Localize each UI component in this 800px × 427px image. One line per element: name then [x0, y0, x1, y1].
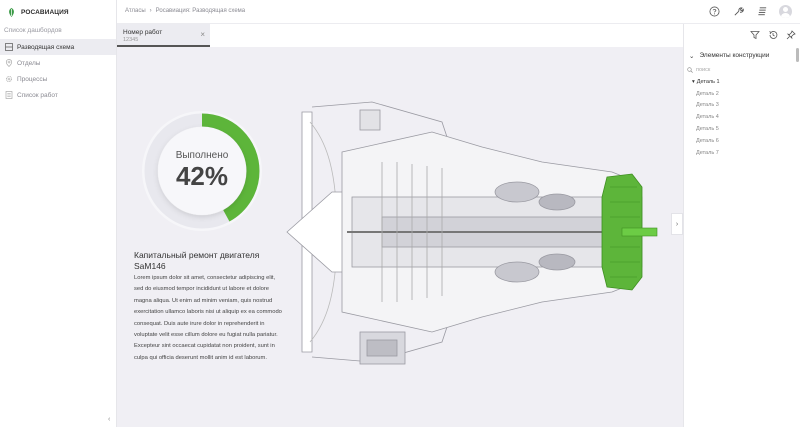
search-icon — [687, 66, 693, 73]
gear-icon — [5, 75, 13, 83]
highlighted-part[interactable] — [601, 173, 658, 291]
breadcrumb-current: Росавиация: Разводящая схема — [155, 8, 246, 14]
chevron-down-icon: ⌄ — [689, 53, 695, 60]
structure-panel: ⌄ Элементы конструкции поиск ▾Деталь 1 Д… — [683, 24, 800, 427]
breadcrumb-root[interactable]: Атласы — [125, 8, 146, 14]
tree-item[interactable]: Деталь 7 — [692, 147, 720, 159]
panel-scrollbar[interactable] — [796, 48, 799, 62]
tree-item[interactable]: Деталь 6 — [692, 135, 720, 147]
tree-item-label: Деталь 2 — [696, 90, 719, 97]
pin-icon[interactable] — [786, 30, 796, 40]
engine-scheme[interactable] — [282, 92, 672, 372]
tree-item[interactable]: Деталь 4 — [692, 111, 720, 123]
top-bar: Атласы › Росавиация: Разводящая схема — [117, 0, 800, 24]
work-title: Капитальный ремонт двигателя SaM146 — [134, 250, 260, 271]
sidebar-item-departments[interactable]: Отделы — [0, 55, 116, 71]
list-icon — [5, 91, 13, 99]
progress-value: 42% — [175, 161, 229, 191]
tree-item[interactable]: Деталь 2 — [692, 88, 720, 100]
tab-title: Номер работ — [123, 29, 163, 36]
sidebar-nav: Разводящая схема Отделы Процессы Список … — [0, 39, 116, 103]
location-icon — [5, 59, 13, 67]
grid-icon — [5, 43, 13, 51]
stack-icon[interactable] — [755, 4, 769, 18]
sidebar-item-label: Разводящая схема — [17, 43, 75, 51]
close-tab-icon[interactable]: × — [200, 30, 205, 39]
tree-item-label: Деталь 3 — [696, 102, 719, 109]
donut-inner — [158, 127, 246, 215]
sidebar-item-processes[interactable]: Процессы — [0, 71, 116, 87]
brand-name: РОСАВИАЦИЯ — [21, 9, 69, 16]
breadcrumb: Атласы › Росавиация: Разводящая схема — [125, 8, 245, 14]
search-field[interactable]: поиск — [687, 65, 798, 74]
structure-tree-title: Элементы конструкции — [699, 52, 770, 59]
tree-item-label: Деталь 7 — [696, 149, 719, 156]
tree-item[interactable]: ▾Деталь 1 — [692, 76, 720, 88]
wrench-icon[interactable] — [731, 4, 745, 18]
work-description: Lorem ipsum dolor sit amet, consectetur … — [134, 275, 282, 361]
sidebar-item-label: Процессы — [17, 75, 48, 83]
progress-label: Выполнено — [175, 150, 229, 161]
tree-item-label: Деталь 4 — [696, 114, 719, 121]
breadcrumb-separator: › — [149, 8, 152, 14]
sidebar-item-routing-scheme[interactable]: Разводящая схема — [0, 39, 116, 55]
user-avatar[interactable] — [779, 4, 792, 18]
top-actions — [707, 4, 792, 18]
search-placeholder: поиск — [696, 66, 711, 73]
tree-item-label: Деталь 1 — [696, 78, 720, 85]
sidebar: РОСАВИАЦИЯ Список дашбордов Разводящая с… — [0, 0, 117, 427]
progress-donut — [142, 111, 262, 231]
tree-item[interactable]: Деталь 3 — [692, 100, 720, 112]
help-icon[interactable] — [707, 4, 721, 18]
collapse-sidebar-icon[interactable]: ‹ — [108, 416, 111, 423]
tab-subtitle: 12345 — [123, 37, 139, 43]
history-icon[interactable] — [768, 30, 778, 40]
sidebar-item-label: Список работ — [17, 91, 58, 99]
brand-logo[interactable]: РОСАВИАЦИЯ — [6, 7, 69, 18]
brand-logo-icon — [9, 7, 14, 18]
tree-item[interactable]: Деталь 5 — [692, 123, 720, 135]
structure-tree: ▾Деталь 1 Деталь 2 Деталь 3 Деталь 4 Дет… — [692, 76, 720, 159]
donut-progress-arc — [144, 113, 260, 229]
sidebar-item-work-list[interactable]: Список работ — [0, 87, 116, 103]
tree-item-label: Деталь 6 — [696, 137, 719, 144]
structure-tree-header[interactable]: ⌄ Элементы конструкции — [689, 52, 769, 60]
sidebar-item-label: Отделы — [17, 59, 41, 67]
caret-icon: ▾ — [692, 78, 695, 85]
dashboards-section-title: Список дашбордов — [4, 27, 62, 34]
expand-panel-button[interactable]: › — [671, 213, 683, 235]
filter-icon[interactable] — [750, 30, 760, 40]
dashboard-canvas: Выполнено 42% Капитальный ремонт двигате… — [117, 47, 683, 427]
tab-strip: Номер работ 12345 × — [117, 24, 683, 47]
chevron-right-icon: › — [675, 220, 679, 228]
panel-actions — [750, 30, 796, 40]
tab-work-number[interactable]: Номер работ 12345 × — [117, 24, 210, 47]
tree-item-label: Деталь 5 — [696, 126, 719, 133]
